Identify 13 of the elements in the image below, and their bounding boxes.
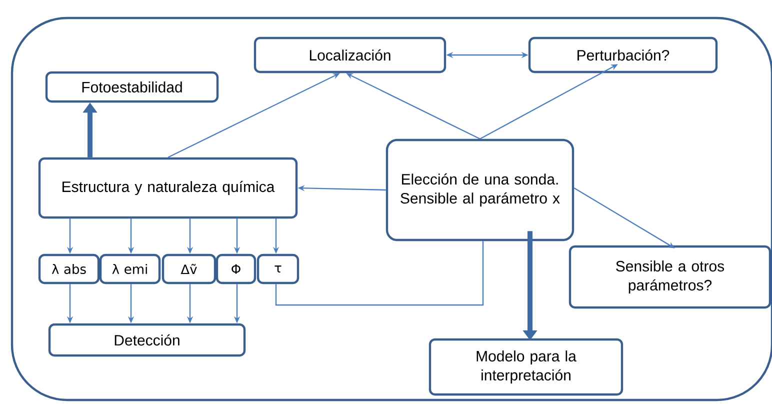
- process-box: Modelo para la interpretación: [428, 338, 624, 396]
- process-box: Elección de una sonda. Sensible al parámetro x: [386, 138, 574, 242]
- process-box: Localización: [254, 36, 446, 74]
- process-box: Sensible a otros parámetros?: [568, 245, 772, 309]
- process-box: Φ: [216, 254, 256, 284]
- process-box: Estructura y naturaleza química: [38, 157, 298, 219]
- process-box: τ: [256, 254, 300, 284]
- process-box: Detección: [48, 323, 246, 357]
- process-box: λ abs: [38, 254, 100, 284]
- process-box: Δṽ: [162, 254, 216, 284]
- process-box: Perturbación?: [528, 36, 718, 74]
- process-box: Fotoestabilidad: [45, 71, 219, 103]
- process-box: λ emi: [99, 254, 161, 284]
